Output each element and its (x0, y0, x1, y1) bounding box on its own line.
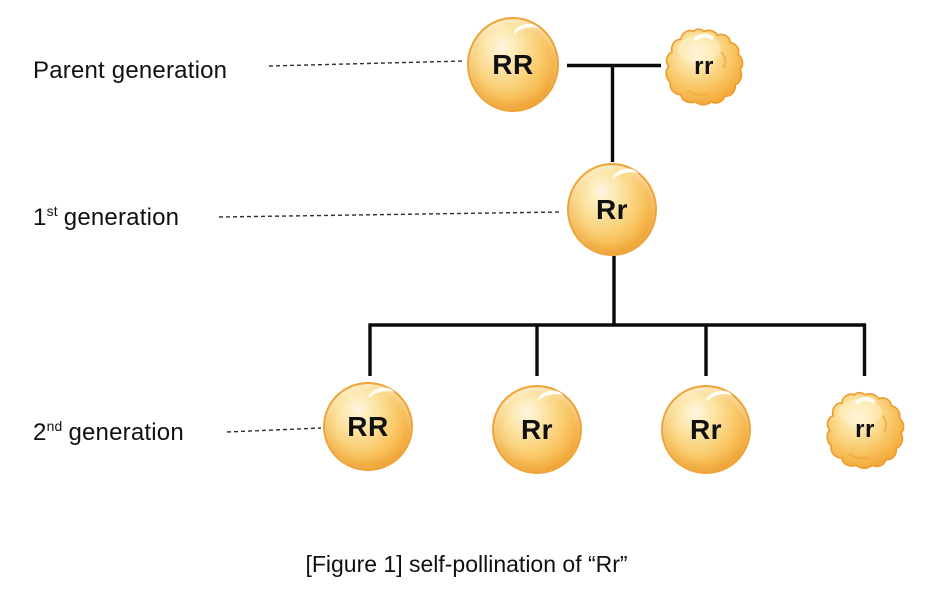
gen1-label-dashed-line (218, 211, 563, 218)
pea-shine-icon (610, 166, 641, 192)
pea-genotype-label: rr (855, 416, 875, 443)
pea-gen2-Rr-1: Rr (492, 385, 582, 474)
wrinkled-pea-light (838, 398, 882, 426)
gen2-ordinal-suffix: nd (46, 418, 63, 434)
pea-shine-icon (366, 385, 397, 410)
wrinkled-pea-crease (687, 89, 710, 96)
gen2-label-dashed-line (226, 427, 322, 433)
pea-shine-icon (855, 397, 875, 404)
pea-parent-rr: rr (664, 26, 744, 107)
wrinkled-pea-blob (826, 391, 905, 469)
second-generation-label: 2nd generation (33, 418, 184, 447)
pea-shine-icon (704, 388, 735, 413)
gen1-label-text: generation (63, 204, 180, 231)
gen2-label-text: generation (68, 419, 184, 446)
pea-gen2-Rr-2: Rr (661, 385, 751, 474)
pea-shine-icon (535, 388, 566, 413)
wrinkled-pea-crease (720, 51, 727, 69)
pea-shine-icon (511, 20, 543, 47)
wrinkled-pea-light (677, 35, 721, 63)
pea-genotype-label: Rr (689, 413, 723, 445)
pea-genotype-label: Rr (520, 413, 554, 445)
pea-genotype-label: Rr (595, 193, 629, 225)
figure-caption: [Figure 1] self-pollination of “Rr” (305, 551, 628, 577)
gen1-number: 1 (33, 204, 47, 231)
first-generation-label: 1st generation (33, 203, 179, 232)
gen2-number: 2 (33, 419, 47, 446)
parent-generation-label-text: Parent generation (33, 57, 228, 84)
pea-genotype-label: rr (694, 52, 714, 80)
pea-gen1-Rr: Rr (567, 163, 657, 256)
pea-genotype-label: RR (347, 410, 389, 442)
pea-genotype-label: RR (492, 48, 534, 80)
pea-gen2-RR: RR (323, 382, 413, 471)
parent-label-dashed-line (268, 60, 465, 67)
parent-generation-label: Parent generation (33, 57, 227, 85)
pea-shine-icon (694, 33, 714, 41)
pea-parent-RR: RR (467, 17, 559, 112)
pea-gen2-rr: rr (825, 389, 905, 471)
gen1-ordinal-suffix: st (46, 203, 58, 219)
wrinkled-pea-icon (665, 28, 744, 106)
wrinkled-pea-blob (665, 28, 744, 106)
wrinkled-pea-crease (848, 452, 871, 460)
wrinkled-pea-crease (881, 414, 888, 433)
wrinkled-pea-icon (826, 391, 905, 469)
